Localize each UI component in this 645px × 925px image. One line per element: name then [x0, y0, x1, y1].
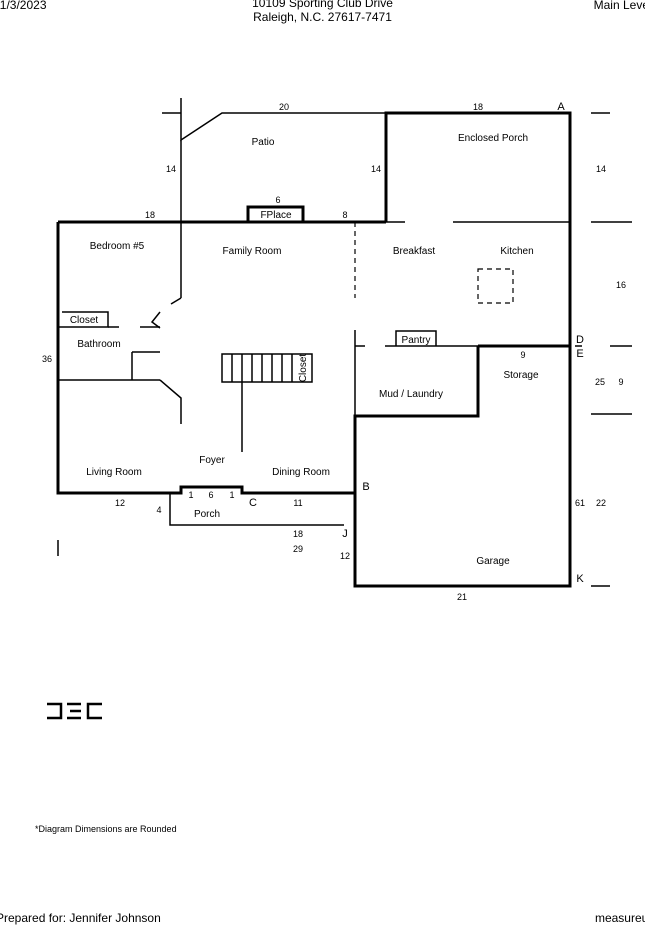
dimension-label: 21: [457, 592, 467, 602]
dimension-label: 18: [473, 102, 483, 112]
room-label-bedroom5: Bedroom #5: [90, 241, 145, 252]
room-label-dining-room: Dining Room: [272, 467, 330, 478]
dimension-label: 36: [42, 354, 52, 364]
dimension-label: 18: [145, 210, 155, 220]
point-label-j: J: [342, 528, 348, 540]
dimension-label: 14: [371, 164, 381, 174]
dimension-label: 1: [188, 490, 193, 500]
address-line-1: 10109 Sporting Club Drive: [252, 0, 393, 10]
point-label-e: E: [576, 348, 583, 360]
room-label-family-room: Family Room: [223, 246, 282, 257]
point-label-c: C: [249, 497, 257, 509]
fireplace-box: [246, 205, 305, 224]
room-label-pantry: Pantry: [402, 335, 431, 346]
room-label-foyer: Foyer: [199, 455, 225, 466]
level-label: Main Leve: [593, 0, 645, 12]
dimensions-note: *Diagram Dimensions are Rounded: [35, 824, 177, 834]
dimension-label: 11: [293, 498, 302, 508]
room-label-closet-stair: Closet: [298, 354, 309, 383]
room-label-porch: Porch: [194, 509, 220, 520]
dimension-label: 22: [596, 498, 606, 508]
room-label-kitchen: Kitchen: [500, 246, 533, 257]
dimension-label: 16: [616, 280, 626, 290]
dimension-label: 18: [293, 529, 303, 539]
dimension-label: 4: [156, 505, 161, 515]
dimension-label: 25: [595, 377, 605, 387]
room-label-patio: Patio: [252, 137, 275, 148]
room-label-mud-laundry: Mud / Laundry: [379, 389, 443, 400]
dimension-label: 14: [596, 164, 606, 174]
point-label-k: K: [576, 573, 584, 585]
room-label-bathroom: Bathroom: [77, 339, 120, 350]
dimension-label: 12: [340, 551, 350, 561]
point-label-b: B: [362, 481, 369, 493]
dimension-label: 61: [575, 498, 585, 508]
room-label-living-room: Living Room: [86, 467, 142, 478]
dimension-label: 6: [208, 490, 213, 500]
room-label-garage: Garage: [476, 556, 510, 567]
dimension-label: 8: [342, 210, 347, 220]
dimension-label: 14: [166, 164, 176, 174]
dec-logo: [47, 702, 102, 720]
dimension-label: 6: [275, 195, 280, 205]
point-label-d: D: [576, 334, 584, 346]
address-line-2: Raleigh, N.C. 27617-7471: [253, 10, 392, 24]
dashed-lines: [354, 222, 514, 304]
room-label-closet-left: Closet: [70, 315, 99, 326]
dimension-label: 9: [520, 350, 525, 360]
exterior-walls: [56, 111, 572, 588]
brand-label: measureup: [594, 911, 645, 925]
dimension-label: 12: [115, 498, 125, 508]
room-label-storage: Storage: [503, 370, 538, 381]
dimension-label: 9: [618, 377, 623, 387]
report-date: 11/3/2023: [0, 0, 47, 12]
room-label-fplace: FPlace: [260, 210, 292, 221]
property-address: 10109 Sporting Club Drive Raleigh, N.C. …: [0, 0, 645, 24]
prepared-for-label: Prepared for: Jennifer Johnson: [0, 911, 161, 925]
dimension-label: 29: [293, 544, 303, 554]
dimension-label: 1: [229, 490, 234, 500]
room-label-breakfast: Breakfast: [393, 246, 435, 257]
point-label-a: A: [557, 101, 565, 113]
interior-walls: [57, 98, 632, 587]
dimension-label: 20: [279, 102, 289, 112]
room-label-enclosed-porch: Enclosed Porch: [458, 133, 528, 144]
